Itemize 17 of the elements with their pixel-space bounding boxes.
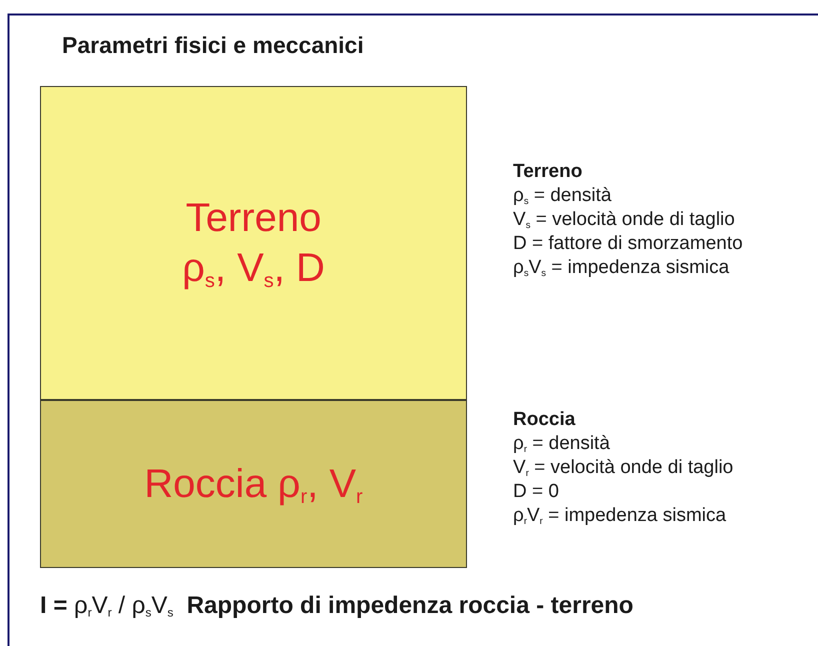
parameter-definition: V$_{s}$ = velocità onde di taglio <box>513 208 735 232</box>
parameter-definition: ρ$_{s}$ = densità <box>513 184 612 208</box>
layer-label: Terreno <box>186 195 322 242</box>
parameter-definition: D = 0 <box>513 480 559 504</box>
impedance-ratio-formula: I = ρ$_{r}$V$_{r}$ / ρ$_{s}$V$_{s}$ Rapporto di impedenza roccia - terreno <box>40 591 634 621</box>
parameter-definition: V$_{r}$ = velocità onde di taglio <box>513 456 734 480</box>
title: Parametri fisici e meccanici <box>62 32 364 59</box>
layer-label: Roccia ρ$_{r}$, V$_{r}$ <box>144 461 363 509</box>
layer-box <box>40 400 467 568</box>
layer-box <box>40 86 467 400</box>
legend-heading: Roccia <box>513 408 576 432</box>
parameter-definition: ρ$_{r}$V$_{r}$ = impedenza sismica <box>513 504 726 528</box>
parameter-definition: ρ$_{s}$V$_{s}$ = impedenza sismica <box>513 256 730 280</box>
layer-label: ρ$_{s}$, V$_{s}$, D <box>182 245 325 293</box>
parameter-definition: ρ$_{r}$ = densità <box>513 432 610 456</box>
parameter-definition: D = fattore di smorzamento <box>513 232 743 256</box>
legend-heading: Terreno <box>513 160 582 184</box>
